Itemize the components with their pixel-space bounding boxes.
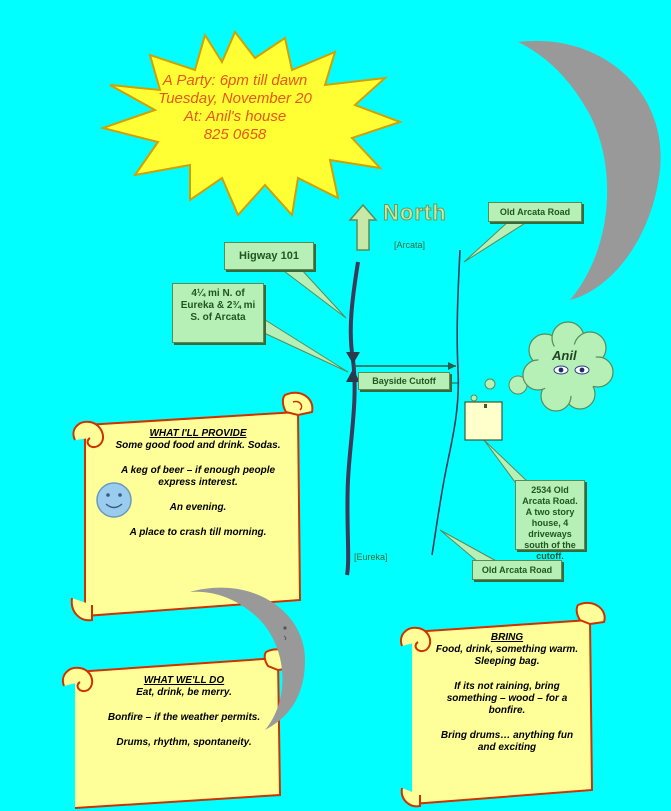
do-item-drums: Drums, rhythm, spontaneity. [116, 737, 252, 748]
bring-item-food: Food, drink, something warm. Sleeping ba… [435, 644, 579, 667]
bayside-cutoff-callout: Bayside Cutoff [358, 372, 450, 390]
old-arcata-top-pointer [463, 219, 532, 263]
address-callout: 2534 Old Arcata Road. A two story house,… [515, 480, 585, 561]
anil-cloud [522, 321, 614, 412]
old-arcata-road-bottom-callout: Old Arcata Road [472, 560, 562, 580]
crescent-moon-top [518, 40, 661, 300]
party-time: A Party: 6pm till dawn [162, 72, 308, 89]
distance-callout-pointer [261, 317, 349, 373]
party-date: Tuesday, November 20 [158, 90, 312, 107]
bring-item-wood: If its not raining, bring something – wo… [446, 681, 568, 716]
thought-dot-medium [484, 378, 496, 390]
bring-heading: BRING [490, 632, 524, 643]
party-announcement: A Party: 6pm till dawn Tuesday, November… [140, 72, 330, 144]
highway-101-road [345, 261, 360, 576]
anil-label: Anil [552, 348, 577, 363]
provide-heading: WHAT I'LL PROVIDE [149, 428, 247, 439]
arcata-label: [Arcata] [394, 240, 426, 250]
do-list: WHAT WE'LL DO Eat, drink, be merry. Bonf… [96, 675, 272, 749]
bring-item-drums: Bring drums… anything fun and exciting [440, 730, 574, 753]
intersection-marker-bottom [346, 369, 360, 382]
provide-item-food: Some good food and drink. Sodas. [115, 440, 281, 451]
crescent-moon-face [190, 587, 305, 730]
highway-callout-pointer [278, 267, 347, 319]
north-label: North [383, 200, 447, 226]
bring-list: BRING Food, drink, something warm. Sleep… [432, 632, 582, 754]
starburst-shape [99, 30, 403, 218]
bring-scroll [400, 602, 606, 808]
smiley-icon [96, 482, 132, 518]
old-arcata-road-top-callout: Old Arcata Road [488, 202, 582, 222]
eureka-label: [Eureka] [354, 552, 388, 562]
old-arcata-road [431, 249, 461, 556]
party-phone: 825 0658 [203, 126, 267, 143]
do-item-eat: Eat, drink, be merry. [136, 687, 232, 698]
house-door [484, 404, 487, 408]
old-arcata-bottom-pointer [439, 529, 499, 563]
provide-item-crash: A place to crash till morning. [129, 527, 267, 538]
highway-101-callout: Higway 101 [224, 242, 314, 270]
thought-dot-small [470, 394, 478, 402]
provide-list: WHAT I'LL PROVIDE Some good food and dri… [110, 428, 286, 539]
provide-item-keg: A keg of beer – if enough people express… [120, 465, 276, 488]
cutoff-arrow [448, 362, 456, 370]
do-heading: WHAT WE'LL DO [143, 675, 225, 686]
provide-scroll [70, 391, 314, 622]
address-callout-pointer [483, 439, 530, 483]
intersection-marker-top [346, 352, 360, 364]
do-item-bonfire: Bonfire – if the weather permits. [107, 712, 261, 723]
party-location: At: Anil's house [183, 108, 287, 125]
north-arrow-icon [348, 203, 378, 251]
provide-item-evening: An evening. [169, 502, 227, 513]
distance-callout: 4¼ mi N. of Eureka & 2¾ mi S. of Arcata [172, 283, 264, 343]
house-shape [464, 401, 503, 441]
